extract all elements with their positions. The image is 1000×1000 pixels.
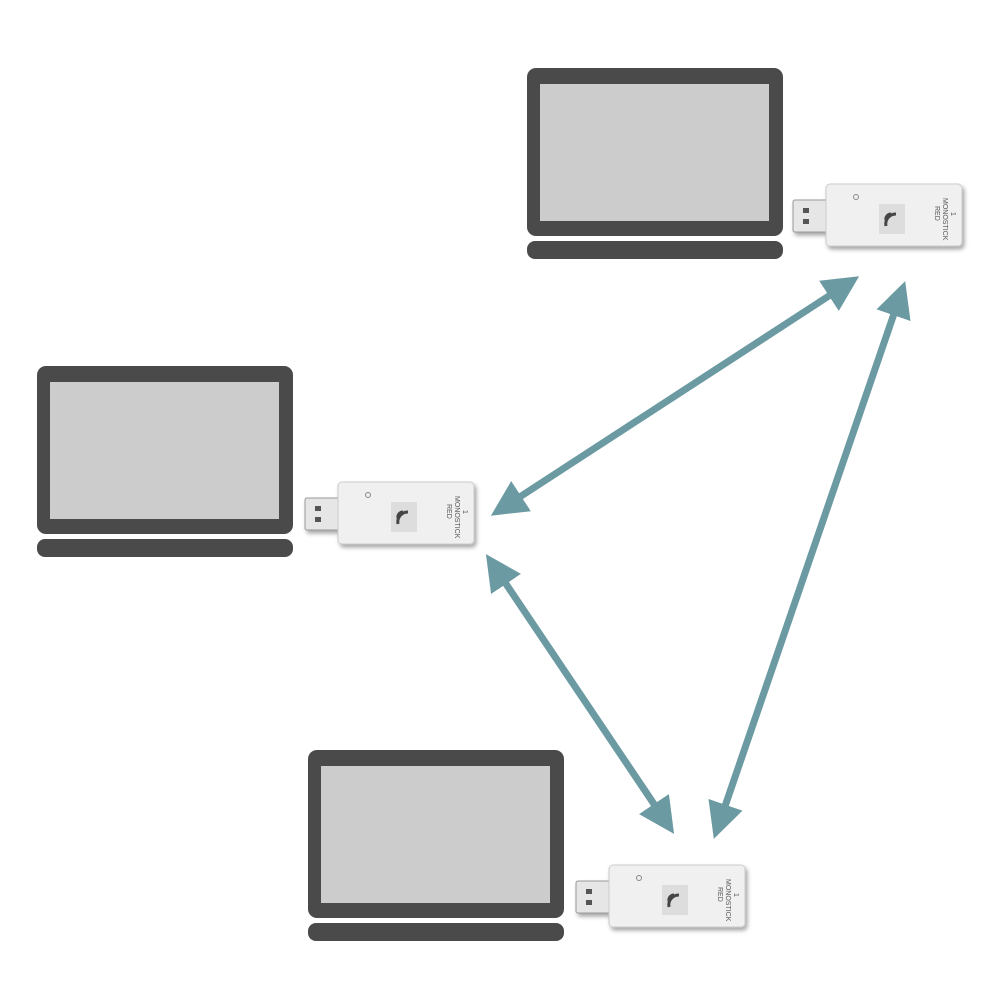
- stick-model-label: MONOSTICK: [941, 198, 948, 241]
- usb-plug-hole: [586, 900, 592, 905]
- led-indicator: [365, 492, 371, 498]
- usb-plug-hole: [315, 506, 321, 511]
- logo-icon: [662, 885, 688, 915]
- usb-plug-hole: [315, 517, 321, 522]
- laptop-screen: [50, 382, 279, 519]
- usb-plug-hole: [803, 219, 809, 224]
- usb-plug-hole: [803, 208, 809, 213]
- stick-number-label: 1: [949, 212, 956, 216]
- led-indicator: [853, 194, 859, 200]
- arrow-top-to-bottom: [708, 281, 911, 839]
- arrow-left-to-bottom: [485, 554, 675, 834]
- led-indicator: [636, 875, 642, 881]
- usb-plug: [792, 199, 830, 233]
- laptop-screen: [540, 84, 769, 221]
- stick-variant-label: RED: [445, 504, 452, 519]
- stick-model-label: MONOSTICK: [453, 496, 460, 539]
- arrow-left-to-top: [490, 276, 860, 516]
- stick-number-label: 1: [732, 893, 739, 897]
- laptop-base: [37, 539, 293, 557]
- usb-plug: [304, 497, 342, 531]
- wireless-logo-icon: [667, 893, 680, 908]
- stick-number-label: 1: [461, 510, 468, 514]
- wireless-logo-icon: [396, 510, 409, 525]
- stick-variant-label: RED: [933, 206, 940, 221]
- wireless-logo-icon: [884, 212, 897, 227]
- logo-icon: [879, 204, 905, 234]
- logo-icon: [391, 502, 417, 532]
- usb-plug-hole: [586, 889, 592, 894]
- stick-model-label: MONOSTICK: [724, 879, 731, 922]
- laptop-base: [527, 241, 783, 259]
- usb-plug: [575, 880, 613, 914]
- stick-variant-label: RED: [716, 887, 723, 902]
- laptop-screen: [321, 766, 550, 903]
- laptop-base: [308, 923, 564, 941]
